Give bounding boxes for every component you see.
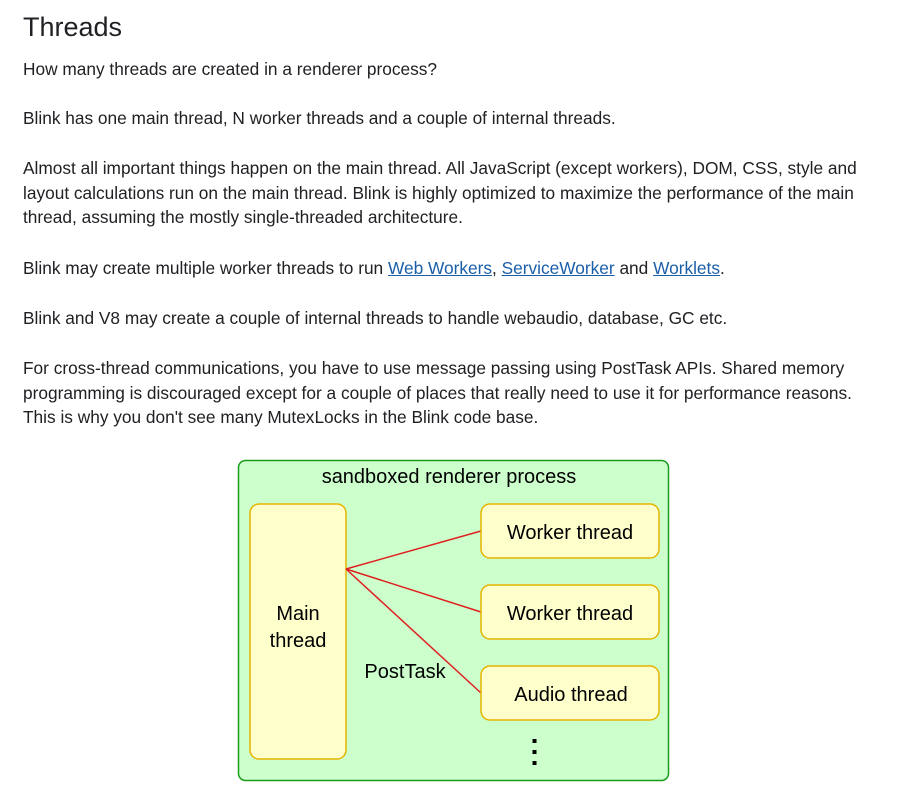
posttask-label: PostTask — [364, 661, 446, 683]
audio-thread-label: Audio thread — [514, 684, 627, 706]
workers-prefix: Blink may create multiple worker threads… — [23, 258, 388, 278]
worklets-link[interactable]: Worklets — [653, 258, 720, 278]
connection-worker2 — [345, 568, 482, 613]
main-thread-paragraph: Almost all important things happen on th… — [23, 158, 857, 228]
page-title: Threads — [23, 12, 123, 42]
workers-suffix: . — [719, 258, 725, 278]
cross-thread-paragraph: For cross-thread communications, you hav… — [23, 358, 852, 428]
main-thread-label-line2: thread — [270, 630, 327, 652]
main-thread-label-line1: Main — [276, 603, 319, 625]
container-label: sandboxed renderer process — [322, 466, 577, 488]
serviceworker-link[interactable]: ServiceWorker — [501, 258, 615, 278]
worker-thread-box-1 — [480, 503, 660, 559]
question-paragraph: How many threads are created in a render… — [23, 59, 437, 79]
audio-thread-box — [480, 665, 660, 721]
workers-paragraph: Blink may create multiple worker threads… — [23, 256, 883, 281]
connection-audio — [345, 568, 482, 694]
internal-threads-paragraph: Blink and V8 may create a couple of inte… — [23, 308, 728, 328]
workers-sep2: and — [614, 258, 654, 278]
worker-thread-box-2 — [480, 584, 660, 640]
worker-thread-label-1: Worker thread — [507, 522, 633, 544]
workers-sep1: , — [492, 258, 502, 278]
more-threads-ellipsis — [532, 739, 537, 765]
web-workers-link[interactable]: Web Workers — [387, 258, 493, 278]
renderer-threads-diagram: sandboxed renderer process Main thread W… — [237, 459, 670, 782]
connection-worker1 — [345, 530, 482, 570]
overview-paragraph: Blink has one main thread, N worker thre… — [23, 108, 616, 128]
worker-thread-label-2: Worker thread — [507, 603, 633, 625]
main-thread-box — [249, 503, 347, 760]
